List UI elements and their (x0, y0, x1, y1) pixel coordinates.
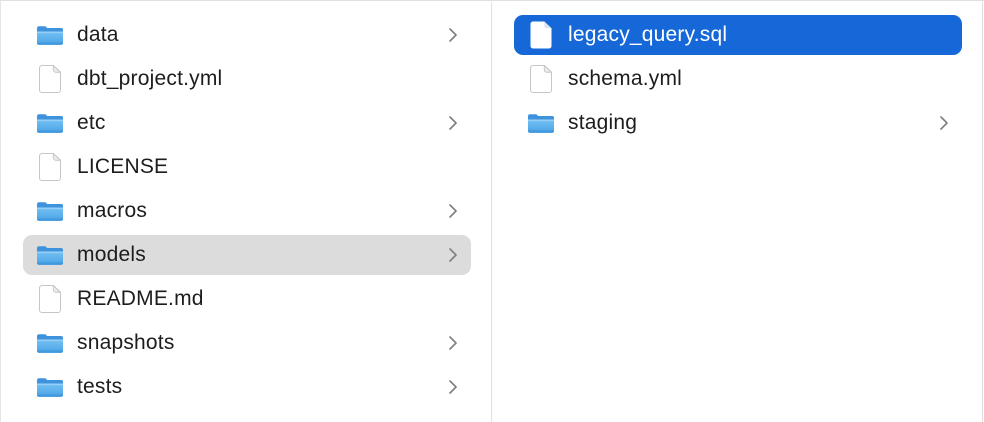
list-item-tests[interactable]: tests (1, 365, 491, 409)
folder-icon (36, 20, 64, 50)
item-label: macros (77, 199, 148, 222)
item-label: snapshots (77, 331, 175, 354)
column-divider (491, 2, 492, 422)
chevron-right-icon (448, 27, 458, 43)
folder-icon (36, 108, 64, 138)
folder-icon (527, 108, 555, 138)
list-item-snapshots[interactable]: snapshots (1, 321, 491, 365)
window-left-edge (0, 1, 1, 422)
chevron-right-icon (448, 379, 458, 395)
item-label: LICENSE (77, 155, 169, 178)
item-label: legacy_query.sql (568, 23, 728, 46)
chevron-right-icon (448, 247, 458, 263)
chevron-right-icon (448, 335, 458, 351)
browser-column-1: data dbt_project.yml etc LICENSE macros … (1, 2, 491, 422)
item-label: schema.yml (568, 67, 683, 90)
item-label: dbt_project.yml (77, 67, 223, 90)
chevron-right-icon (448, 203, 458, 219)
list-item-dbt_project.yml[interactable]: dbt_project.yml (1, 57, 491, 101)
document-icon (527, 64, 555, 94)
selection-highlight (23, 235, 471, 275)
chevron-right-icon (939, 115, 949, 131)
item-label: models (77, 243, 146, 266)
list-item-macros[interactable]: macros (1, 189, 491, 233)
list-item-etc[interactable]: etc (1, 101, 491, 145)
column-divider (982, 2, 983, 422)
folder-icon (36, 328, 64, 358)
folder-icon (36, 240, 64, 270)
list-item-LICENSE[interactable]: LICENSE (1, 145, 491, 189)
document-icon (36, 284, 64, 314)
list-item-staging[interactable]: staging (492, 101, 982, 145)
item-label: README.md (77, 287, 204, 310)
document-icon (527, 20, 555, 50)
list-item-legacy_query.sql[interactable]: legacy_query.sql (492, 13, 982, 57)
document-icon (36, 64, 64, 94)
item-label: data (77, 23, 119, 46)
document-icon (36, 152, 64, 182)
item-label: staging (568, 111, 638, 134)
list-item-data[interactable]: data (1, 13, 491, 57)
list-item-schema.yml[interactable]: schema.yml (492, 57, 982, 101)
browser-column-2: legacy_query.sql schema.yml staging (492, 2, 982, 422)
folder-icon (36, 372, 64, 402)
selection-highlight (514, 15, 962, 55)
chevron-right-icon (448, 115, 458, 131)
item-label: tests (77, 375, 123, 398)
item-label: etc (77, 111, 106, 134)
folder-icon (36, 196, 64, 226)
list-item-README.md[interactable]: README.md (1, 277, 491, 321)
list-item-models[interactable]: models (1, 233, 491, 277)
